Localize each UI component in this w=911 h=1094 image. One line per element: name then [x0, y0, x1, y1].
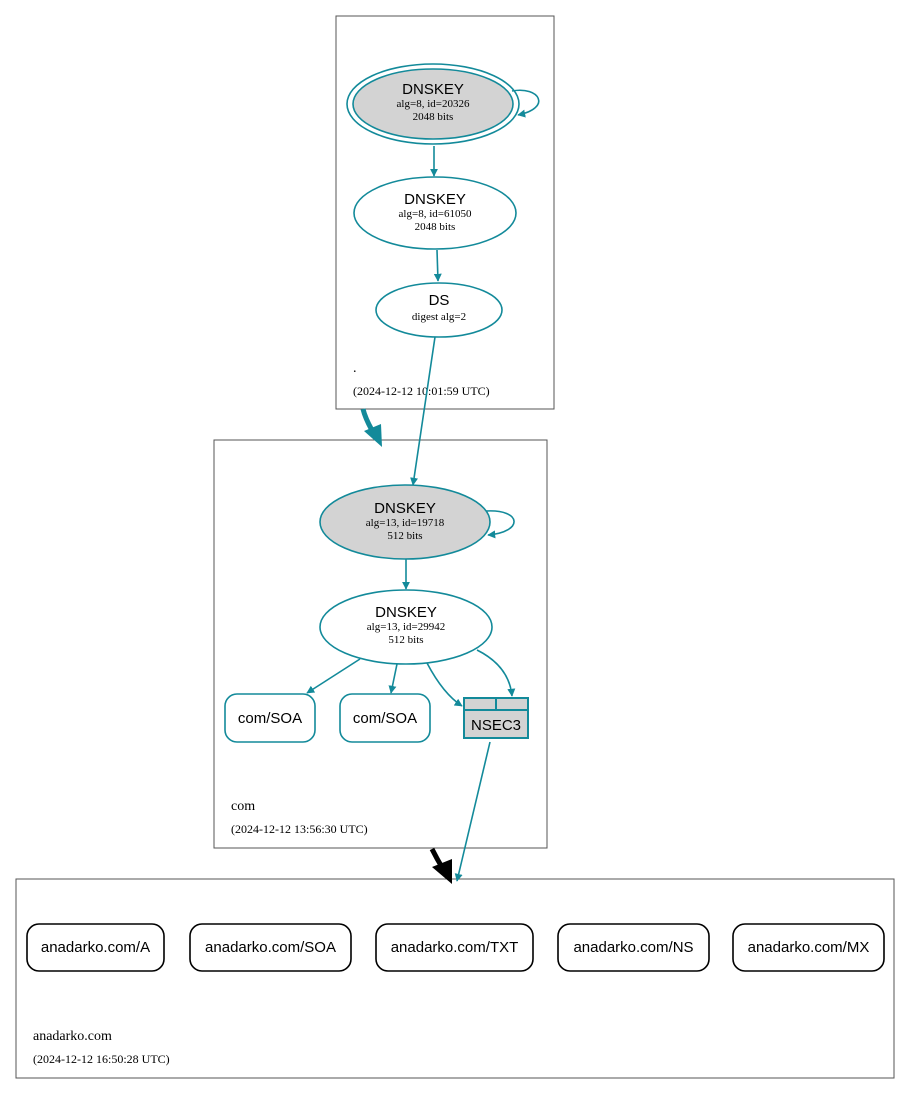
record-soa-label: anadarko.com/SOA [205, 939, 336, 956]
root-ds-digest: digest alg=2 [412, 311, 466, 323]
record-mx-node[interactable]: anadarko.com/MX [732, 923, 885, 972]
com-zsk-node[interactable]: DNSKEY alg=13, id=29942 512 bits [319, 589, 493, 665]
com-soa-1-label: com/SOA [238, 710, 302, 727]
root-zsk-title: DNSKEY [404, 191, 466, 208]
zone-root-box [335, 15, 555, 410]
com-ksk-alg: alg=13, id=19718 [366, 517, 445, 529]
zone-anadarko-name: anadarko.com [33, 1029, 112, 1044]
com-zsk-alg: alg=13, id=29942 [367, 621, 445, 633]
root-zsk-bits: 2048 bits [415, 221, 456, 233]
record-txt-node[interactable]: anadarko.com/TXT [375, 923, 534, 972]
root-to-com-delegation-arrowhead [364, 424, 382, 447]
root-zsk-to-ds-edge [433, 249, 442, 282]
com-ksk-title: DNSKEY [374, 500, 436, 517]
zone-root-timestamp: (2024-12-12 10:01:59 UTC) [353, 384, 490, 398]
com-soa-1-node[interactable]: com/SOA [224, 693, 316, 743]
com-ksk-ellipse [319, 484, 491, 560]
record-ns-node[interactable]: anadarko.com/NS [557, 923, 710, 972]
root-ksk-bits: 2048 bits [413, 111, 454, 123]
root-zsk-ellipse [353, 176, 517, 250]
com-ksk-bits: 512 bits [387, 530, 422, 542]
root-ksk-title: DNSKEY [402, 81, 464, 98]
com-soa-1-box [224, 693, 316, 743]
record-txt-label: anadarko.com/TXT [391, 939, 519, 956]
com-zsk-bits: 512 bits [388, 634, 423, 646]
root-ksk-alg: alg=8, id=20326 [397, 98, 470, 110]
com-soa-2-node[interactable]: com/SOA [339, 693, 431, 743]
root-ksk-self-signature-edge [511, 89, 540, 118]
com-ksk-self-signature-edge [485, 510, 515, 539]
com-zsk-to-soa2-edge [388, 663, 398, 694]
com-ksk-node[interactable]: DNSKEY alg=13, id=19718 512 bits [319, 484, 491, 560]
record-a-node[interactable]: anadarko.com/A [26, 923, 165, 972]
com-zsk-title: DNSKEY [375, 604, 437, 621]
zone-anadarko-box [15, 878, 895, 1079]
com-nsec3-node[interactable]: NSEC3 [463, 697, 529, 739]
zone-com-name: com [231, 799, 255, 814]
com-nsec3-label: NSEC3 [471, 717, 521, 734]
zone-root-name: . [353, 361, 357, 376]
record-a-box [26, 923, 165, 972]
record-mx-box [732, 923, 885, 972]
root-ksk-ellipse [352, 68, 514, 140]
zone-anadarko-timestamp: (2024-12-12 16:50:28 UTC) [33, 1052, 170, 1066]
zone-com-timestamp: (2024-12-12 13:56:30 UTC) [231, 822, 368, 836]
record-a-label: anadarko.com/A [41, 939, 150, 956]
record-ns-box [557, 923, 710, 972]
root-ds-title: DS [429, 292, 450, 309]
root-ksk-node[interactable]: DNSKEY alg=8, id=20326 2048 bits [346, 63, 520, 145]
root-zsk-node[interactable]: DNSKEY alg=8, id=61050 2048 bits [353, 176, 517, 250]
root-zsk-alg: alg=8, id=61050 [399, 208, 472, 220]
com-zsk-to-nsec3-edge-right [476, 649, 516, 697]
record-soa-node[interactable]: anadarko.com/SOA [189, 923, 352, 972]
record-ns-label: anadarko.com/NS [573, 939, 693, 956]
root-ds-ellipse [375, 282, 503, 338]
record-soa-box [189, 923, 352, 972]
com-zsk-to-soa1-edge [306, 658, 361, 694]
com-nsec3-to-anadarko-edge [454, 741, 491, 882]
com-zsk-to-nsec3-edge-left [426, 662, 463, 707]
com-to-anadarko-delegation-arrowhead [432, 859, 452, 884]
record-mx-label: anadarko.com/MX [748, 939, 870, 956]
root-ds-to-com-ksk-edge [410, 336, 436, 486]
record-txt-box [375, 923, 534, 972]
com-zsk-ellipse [319, 589, 493, 665]
root-ds-node[interactable]: DS digest alg=2 [375, 282, 503, 338]
com-soa-2-box [339, 693, 431, 743]
com-soa-2-label: com/SOA [353, 710, 417, 727]
